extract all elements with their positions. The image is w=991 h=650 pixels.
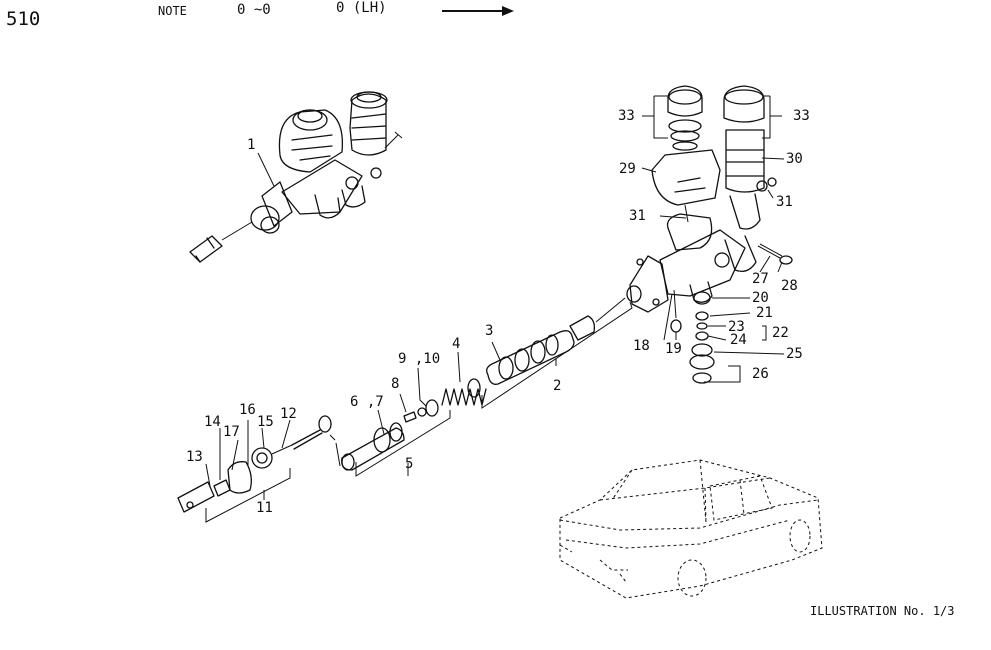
callout-27: 27	[752, 271, 769, 287]
pushrod-12	[291, 415, 332, 450]
callout-23: 23	[728, 319, 745, 335]
callout-20: 20	[752, 290, 769, 306]
callout-26: 26	[752, 366, 769, 382]
callout-1: 1	[247, 137, 256, 153]
master-cylinder-assembly-1	[189, 91, 403, 263]
callout-3: 3	[485, 323, 494, 339]
callout-12: 12	[280, 406, 297, 422]
car-sketch	[559, 459, 823, 599]
illustration-number: ILLUSTRATION No. 1/3	[810, 604, 955, 618]
callout-25: 25	[786, 346, 803, 362]
callout-31-left: 31	[629, 208, 646, 224]
callout-6-7: 6 ,7	[350, 394, 384, 410]
callout-19: 19	[665, 341, 682, 357]
callout-21: 21	[756, 305, 773, 321]
callout-33-right: 33	[793, 108, 810, 124]
note-side: 0 (LH)	[336, 0, 387, 16]
callout-31-right: 31	[776, 194, 793, 210]
spring-4	[441, 378, 487, 406]
callout-18: 18	[633, 338, 650, 354]
callout-30: 30	[786, 151, 803, 167]
direction-arrow-icon	[442, 6, 514, 16]
note-range: 0 ~0	[237, 2, 271, 18]
callout-15: 15	[257, 414, 274, 430]
callout-2: 2	[553, 378, 562, 394]
piston-assembly-2	[486, 297, 626, 385]
callout-14: 14	[204, 414, 221, 430]
callout-9-10: 9 ,10	[398, 351, 441, 367]
reservoir-30-33	[723, 85, 777, 230]
callout-17: 17	[223, 424, 240, 440]
fittings-27-28	[757, 243, 793, 265]
callout-22: 22	[772, 325, 789, 341]
pushrod-assembly-11	[177, 444, 293, 513]
callout-11: 11	[256, 500, 273, 516]
callout-13: 13	[186, 449, 203, 465]
master-cylinder-body-right	[626, 213, 757, 313]
callout-8: 8	[391, 376, 400, 392]
callout-33-left: 33	[618, 108, 635, 124]
callout-5: 5	[405, 456, 414, 472]
reservoir-29-33	[651, 85, 721, 223]
callout-28: 28	[781, 278, 798, 294]
valve-stack-20-26	[689, 291, 715, 384]
callout-24: 24	[730, 332, 747, 348]
bolt-18-19	[670, 289, 682, 333]
parts-8-9-10	[403, 399, 439, 423]
callout-29: 29	[619, 161, 636, 177]
model-code: 510	[6, 8, 41, 30]
piston-assembly-5	[329, 422, 405, 471]
callout-16: 16	[239, 402, 256, 418]
note-label: NOTE	[158, 4, 187, 18]
callout-4: 4	[452, 336, 461, 352]
leader-lines	[205, 95, 785, 523]
